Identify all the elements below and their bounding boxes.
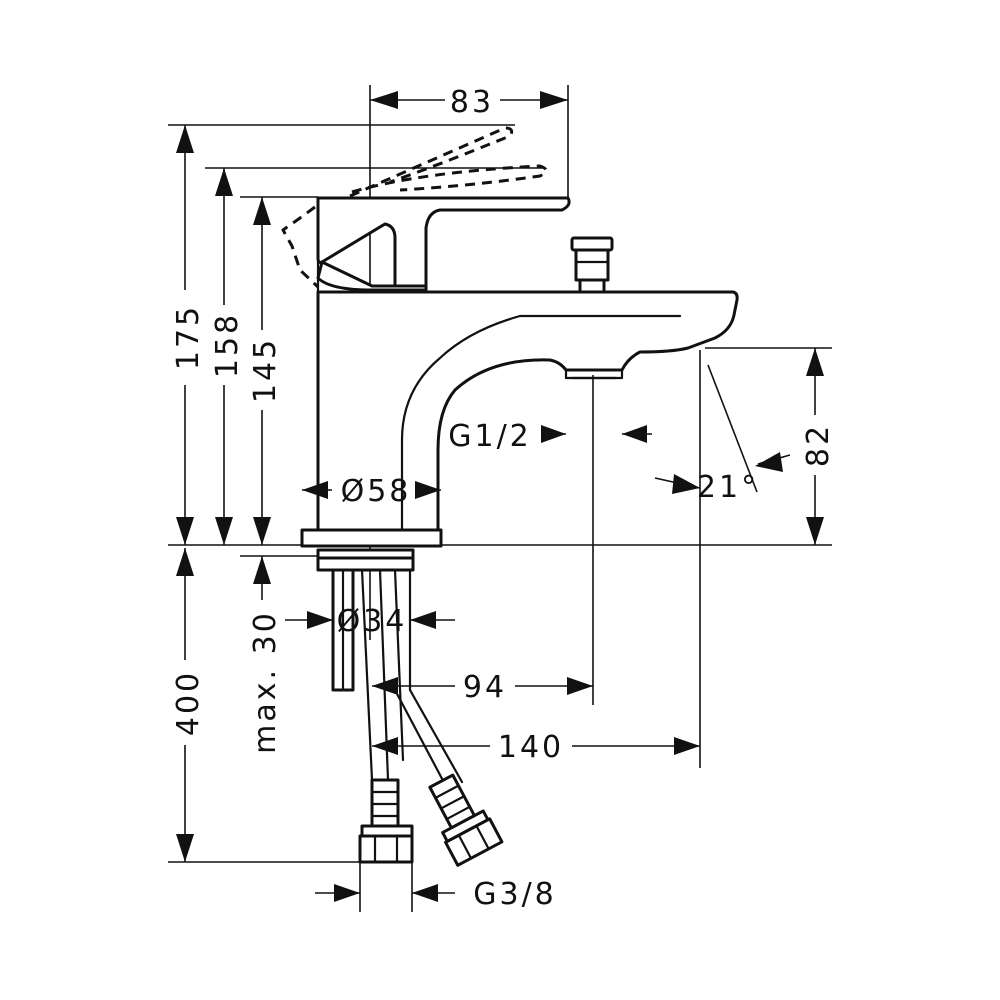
dim-thread-g12: G1/2 <box>448 419 532 454</box>
dim-angle-21: 21° <box>697 470 759 505</box>
hose-fitting-right <box>428 773 504 867</box>
dim-175: 175 <box>171 304 206 370</box>
dimension-lines <box>176 91 824 902</box>
hose-fitting-left <box>358 778 414 864</box>
spout <box>316 290 739 532</box>
dim-140: 140 <box>498 730 564 765</box>
dim-94: 94 <box>463 670 507 705</box>
dim-max-30: max. 30 <box>248 610 283 754</box>
dim-thread-g38: G3/8 <box>473 877 557 912</box>
extension-lines <box>168 85 832 912</box>
dim-82: 82 <box>801 423 836 467</box>
dim-400: 400 <box>171 670 206 736</box>
lever-handle <box>316 196 571 288</box>
dim-diameter-34: Ø34 <box>337 604 408 639</box>
lever-alt-positions <box>281 126 548 289</box>
dim-diameter-58: Ø58 <box>341 474 412 509</box>
hoses <box>358 568 504 867</box>
faucet-body <box>300 196 739 692</box>
dim-158: 158 <box>210 312 245 378</box>
dim-145: 145 <box>248 337 283 403</box>
diverter-knob <box>570 236 614 294</box>
dimension-labels: 83 175 158 145 82 Ø58 G1/2 21° Ø34 max. … <box>171 85 836 912</box>
dim-83: 83 <box>450 85 494 120</box>
base-plate <box>300 528 443 548</box>
